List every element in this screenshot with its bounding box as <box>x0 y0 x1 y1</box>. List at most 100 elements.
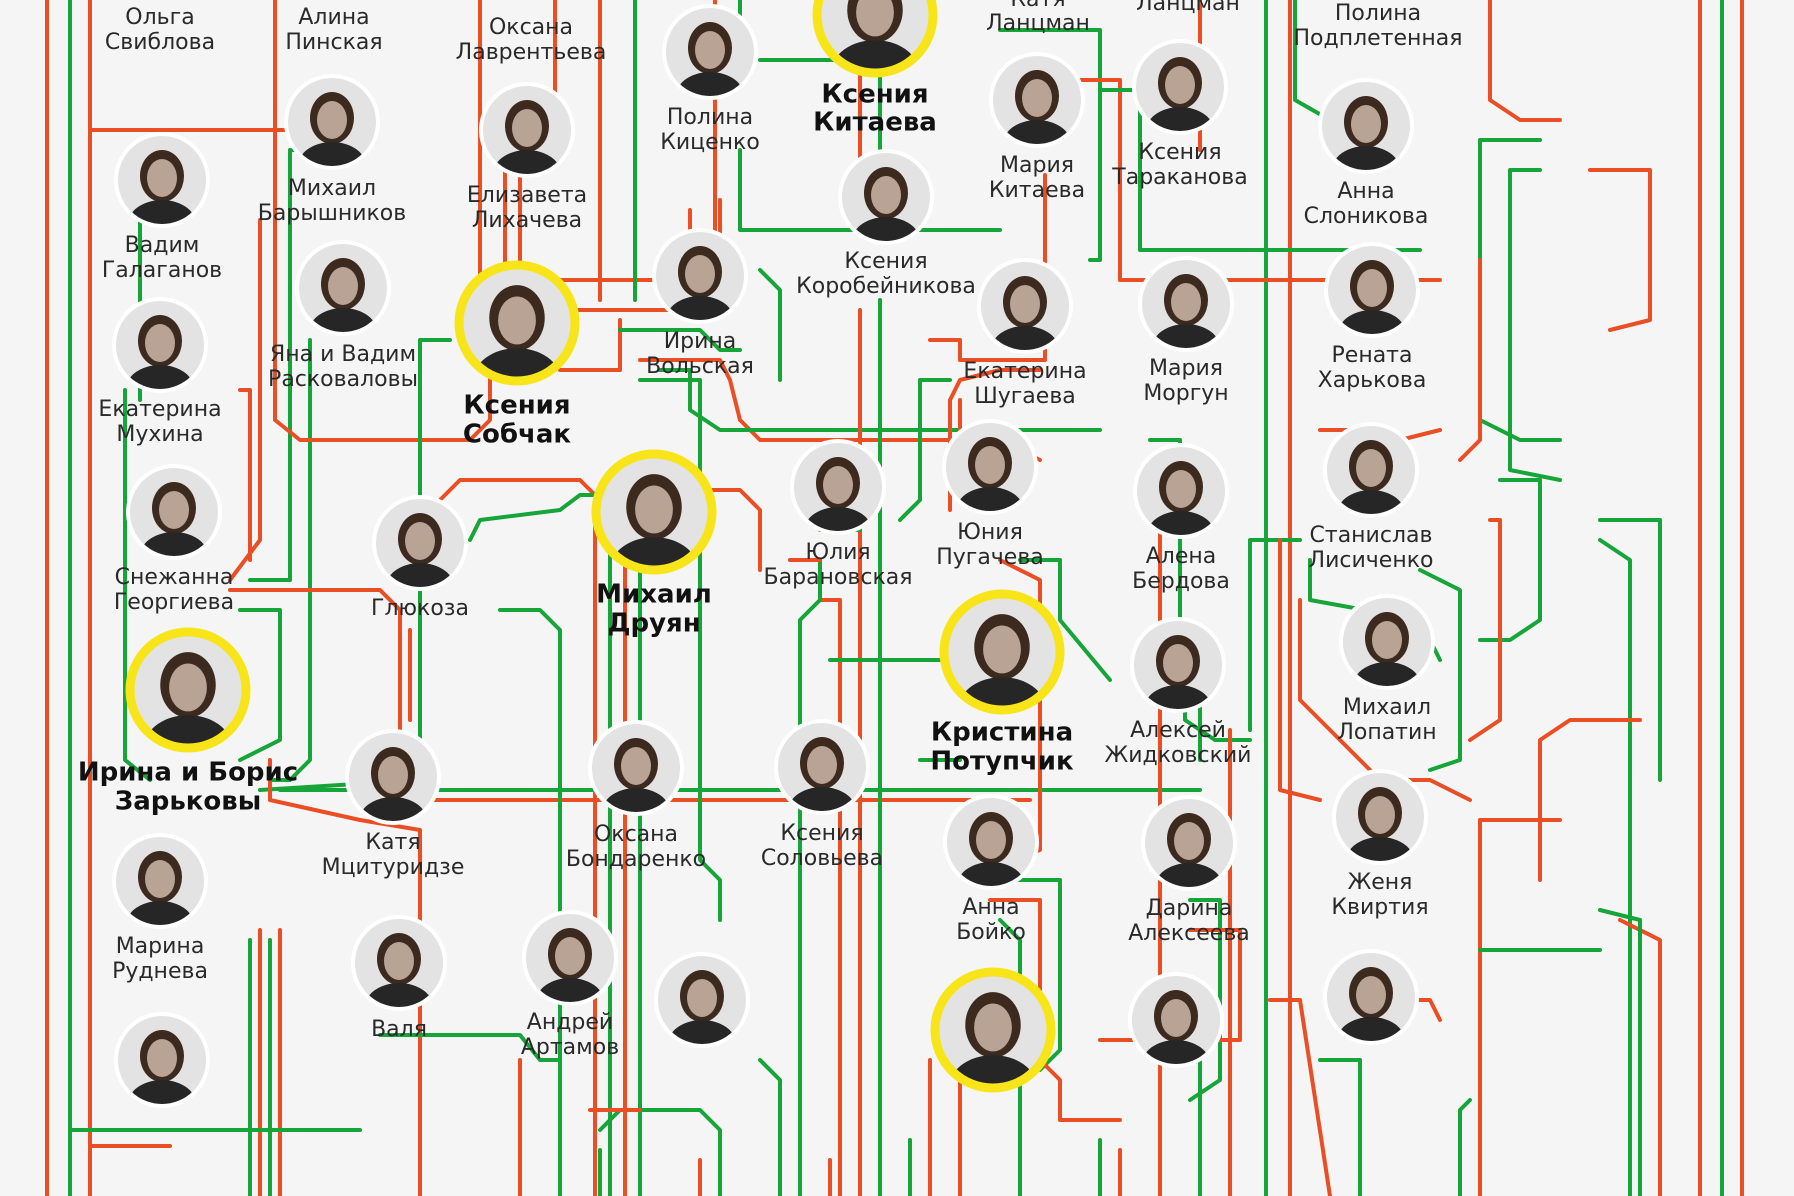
person-node-woman-bottom-left[interactable] <box>114 1012 210 1128</box>
person-name-line: Михаил <box>1343 695 1431 720</box>
person-name-line: Пинская <box>285 30 382 55</box>
person-name-line: Пугачева <box>936 545 1044 570</box>
connection-line-green <box>988 878 1062 1072</box>
person-name-line: Тараканова <box>1111 165 1247 190</box>
person-node-highlight-bottom[interactable] <box>930 967 1056 1116</box>
connection-line-red <box>228 218 262 582</box>
person-node-glukoza[interactable]: Глюкоза <box>371 495 469 621</box>
person-name-line: Ланцман <box>1136 0 1240 16</box>
avatar-ring <box>1324 242 1420 338</box>
person-name-line: Галаганов <box>102 258 222 283</box>
avatar-ring <box>989 52 1085 148</box>
avatar-ring <box>126 464 222 560</box>
person-name-line: Китаева <box>813 108 937 138</box>
person-name-line: Мцитуридзе <box>322 855 465 880</box>
person-name-line: Алена <box>1146 544 1217 569</box>
connection-line-green <box>658 368 1102 432</box>
person-name-line: Глюкоза <box>371 596 469 621</box>
person-name-line: Лисиченко <box>1309 548 1434 573</box>
person-name-line: Вольская <box>646 354 754 379</box>
avatar-ring <box>479 82 575 178</box>
person-name-line: Алина <box>298 5 369 30</box>
person-name-line: Елизавета <box>467 183 587 208</box>
avatar-ring <box>1133 443 1229 539</box>
person-node-woman-bottom-2[interactable] <box>1128 972 1224 1088</box>
person-node-katya-lanc[interactable]: КатяЛанцман <box>986 0 1090 36</box>
person-name-line: Оксана <box>489 15 573 40</box>
person-name-line: Ксения <box>463 391 570 421</box>
connection-line-green <box>618 328 742 352</box>
connection-line-green <box>268 338 312 782</box>
person-node-woman-bottom-3[interactable] <box>1323 949 1419 1065</box>
highlight-ring <box>591 449 717 575</box>
avatar-ring <box>838 149 934 245</box>
avatar-ring <box>351 915 447 1011</box>
connection-line-green <box>1508 168 1562 482</box>
person-name-line: Михаил <box>288 176 376 201</box>
person-name-line: Юния <box>957 520 1023 545</box>
avatar-ring <box>943 794 1039 890</box>
person-name-line: Кристина <box>931 718 1073 748</box>
person-name-line: Ксения <box>844 249 927 274</box>
person-node-woman-bottom[interactable] <box>654 952 750 1068</box>
person-name-line: Снежанна <box>115 565 234 590</box>
person-node-valya[interactable]: Валя <box>351 915 447 1042</box>
person-name-line: Бердова <box>1132 569 1230 594</box>
connection-line-green <box>638 378 722 922</box>
person-name-line: Квиртия <box>1331 895 1428 920</box>
person-name-line: Бойко <box>956 920 1026 945</box>
avatar-ring <box>1128 972 1224 1068</box>
connection-line-red <box>1268 998 1332 1196</box>
person-node-lanc-2[interactable]: Ланцман <box>1136 0 1240 16</box>
connection-line-green <box>898 378 952 522</box>
connection-line-red <box>1618 918 1662 1196</box>
person-name-line: Екатерина <box>98 397 221 422</box>
person-name-line: Полина <box>667 105 753 130</box>
connection-line-red <box>1468 518 1502 742</box>
person-name-line: Ирина и Борис <box>78 758 298 788</box>
person-name-line: Марина <box>116 934 205 959</box>
avatar-ring <box>114 1012 210 1108</box>
person-name-line: Собчак <box>463 420 571 450</box>
person-name-line: Друян <box>607 609 700 639</box>
